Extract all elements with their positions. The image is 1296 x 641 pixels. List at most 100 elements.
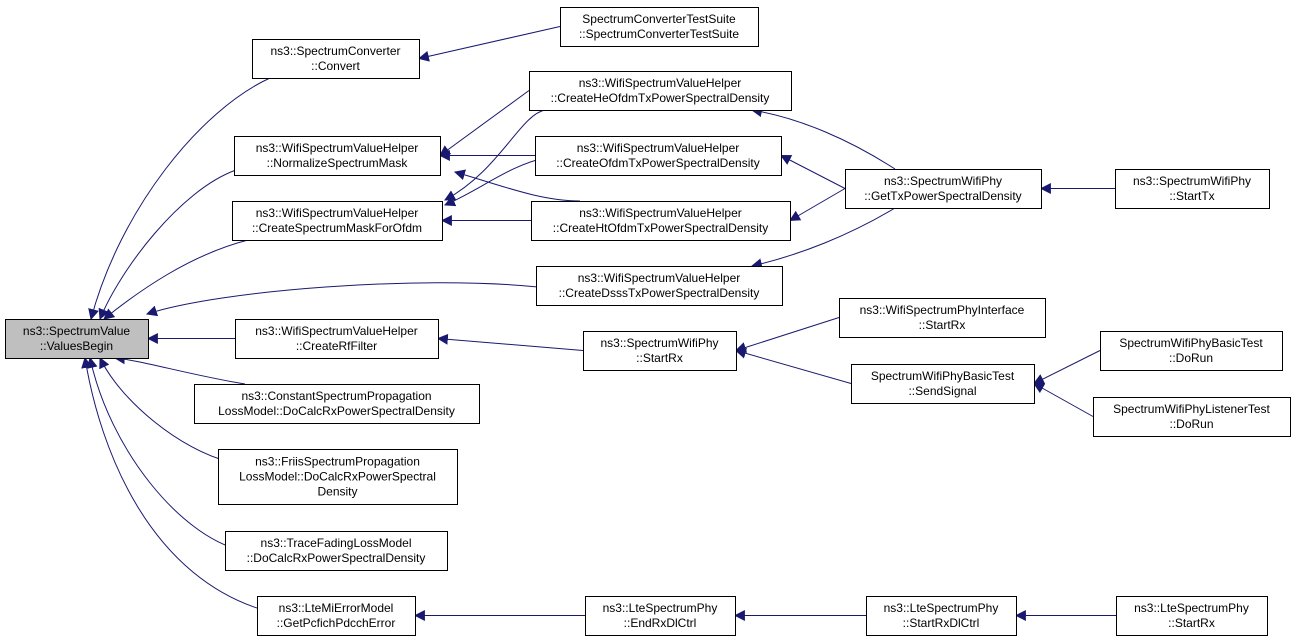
node-box[interactable] <box>866 596 1017 636</box>
node-label-line: ::EndRxDlCtrl <box>624 616 697 630</box>
node-label-line: ns3::LteSpectrumPhy <box>603 601 718 615</box>
node-ltestartrx[interactable]: ns3::LteSpectrumPhy::StartRx <box>1116 596 1268 636</box>
node-const[interactable]: ns3::ConstantSpectrumPropagationLossMode… <box>194 384 480 424</box>
node-mask[interactable]: ns3::WifiSpectrumValueHelper::CreateSpec… <box>232 201 443 241</box>
node-label-line: ::DoRun <box>1169 417 1213 431</box>
node-box[interactable] <box>235 319 439 359</box>
node-box[interactable] <box>1100 331 1283 371</box>
node-box[interactable] <box>839 298 1046 338</box>
edge-gettx-to-ht <box>789 188 846 222</box>
node-label-line: ::SendSignal <box>908 384 976 398</box>
node-label-line: ::StartTx <box>1169 189 1214 203</box>
node-box[interactable] <box>845 169 1042 209</box>
edge-listrun-to-sendsig <box>1033 382 1094 417</box>
node-he[interactable]: ns3::WifiSpectrumValueHelper::CreateHeOf… <box>529 71 792 111</box>
edge-convts-to-conv <box>417 26 561 62</box>
edge-ifstartrx-to-startrx <box>734 317 840 353</box>
node-ht[interactable]: ns3::WifiSpectrumValueHelper::CreateHtOf… <box>531 201 791 241</box>
node-label-line: ::GetTxPowerSpectralDensity <box>864 189 1021 203</box>
node-dsss[interactable]: ns3::WifiSpectrumValueHelper::CreateDsss… <box>536 266 783 306</box>
node-startrx[interactable]: ns3::SpectrumWifiPhy::StartRx <box>583 331 737 371</box>
node-label-line: ns3::WifiSpectrumPhyInterface <box>860 303 1025 317</box>
node-box[interactable] <box>560 7 759 47</box>
node-box[interactable] <box>585 596 736 636</box>
node-label-line: ns3::SpectrumWifiPhy <box>1133 174 1251 188</box>
edge-gettx-to-ofdm <box>780 154 846 189</box>
edge-const-to-root <box>113 353 246 385</box>
node-startrxdl[interactable]: ns3::LteSpectrumPhy::StartRxDlCtrl <box>866 596 1017 636</box>
node-friis[interactable]: ns3::FriisSpectrumPropagationLossModel::… <box>218 449 458 505</box>
node-box <box>5 319 149 359</box>
node-box[interactable] <box>851 364 1035 404</box>
node-label-line: ::ValuesBegin <box>40 339 113 353</box>
node-box[interactable] <box>218 449 458 505</box>
node-box[interactable] <box>1116 596 1268 636</box>
node-label-line: ::CreateRfFilter <box>296 339 377 353</box>
edge-ofdm-to-mask <box>443 157 546 207</box>
edge-startrx-to-rf <box>436 333 584 351</box>
node-box[interactable] <box>1115 169 1270 209</box>
node-label-line: LossModel::DoCalcRxPowerSpectralDensity <box>218 404 455 418</box>
node-label-line: ns3::WifiSpectrumValueHelper <box>256 141 419 155</box>
node-label-line: ::DoRun <box>1169 351 1213 365</box>
edge-sendsig-to-startrx <box>734 347 852 384</box>
node-box[interactable] <box>257 596 416 636</box>
node-label-line: LossModel::DoCalcRxPowerSpectral <box>239 470 436 484</box>
node-box[interactable] <box>1093 397 1291 437</box>
node-label-line: ::SpectrumConverterTestSuite <box>579 27 739 41</box>
node-box[interactable] <box>535 136 782 176</box>
node-box[interactable] <box>529 71 792 111</box>
node-rf[interactable]: ns3::WifiSpectrumValueHelper::CreateRfFi… <box>235 319 439 359</box>
node-basicrun[interactable]: SpectrumWifiPhyBasicTest::DoRun <box>1100 331 1283 371</box>
node-label-line: ns3::LteSpectrumPhy <box>1134 601 1249 615</box>
edge-trace-to-root <box>86 356 241 551</box>
node-conv[interactable]: ns3::SpectrumConverter::Convert <box>252 39 420 79</box>
edge-dsss-to-root <box>145 282 539 317</box>
node-box[interactable] <box>225 531 448 571</box>
node-box[interactable] <box>531 201 791 241</box>
node-label-line: ns3::WifiSpectrumValueHelper <box>256 206 419 220</box>
node-box[interactable] <box>234 136 441 176</box>
node-box[interactable] <box>252 39 420 79</box>
node-gettx[interactable]: ns3::SpectrumWifiPhy::GetTxPowerSpectral… <box>845 169 1042 209</box>
node-lte[interactable]: ns3::LteMiErrorModel::GetPcfichPdcchErro… <box>257 596 416 636</box>
node-trace[interactable]: ns3::TraceFadingLossModel::DoCalcRxPower… <box>225 531 448 571</box>
node-box[interactable] <box>232 201 443 241</box>
node-label-line: ns3::SpectrumWifiPhy <box>600 336 718 350</box>
node-root: ns3::SpectrumValue::ValuesBegin <box>5 319 149 359</box>
node-box[interactable] <box>536 266 783 306</box>
edges <box>81 26 1116 621</box>
node-norm[interactable]: ns3::WifiSpectrumValueHelper::NormalizeS… <box>234 136 441 176</box>
node-label-line: ns3::SpectrumConverter <box>270 44 400 58</box>
edge-gettx-to-dsss <box>750 207 896 270</box>
node-label-line: ns3::TraceFadingLossModel <box>261 536 412 550</box>
node-label-line: ::StartRx <box>919 318 966 332</box>
node-label-line: SpectrumWifiPhyBasicTest <box>1119 336 1263 350</box>
edge-basicrun-to-sendsig <box>1033 350 1101 384</box>
node-label-line: ::Convert <box>311 59 360 73</box>
node-listrun[interactable]: SpectrumWifiPhyListenerTest::DoRun <box>1093 397 1291 437</box>
node-ofdm[interactable]: ns3::WifiSpectrumValueHelper::CreateOfdm… <box>535 136 782 176</box>
node-label-line: ns3::WifiSpectrumValueHelper <box>579 76 742 90</box>
node-ifstartrx[interactable]: ns3::WifiSpectrumPhyInterface::StartRx <box>839 298 1046 338</box>
node-label-line: ns3::LteSpectrumPhy <box>884 601 999 615</box>
node-endrx[interactable]: ns3::LteSpectrumPhy::EndRxDlCtrl <box>585 596 736 636</box>
node-box[interactable] <box>194 384 480 424</box>
node-label-line: ns3::LteMiErrorModel <box>279 601 394 615</box>
node-label-line: ::StartRx <box>636 351 683 365</box>
node-label-line: ::DoCalcRxPowerSpectralDensity <box>247 551 426 565</box>
edge-he-to-norm <box>439 90 530 157</box>
node-label-line: ::StartRxDlCtrl <box>903 616 980 630</box>
node-starttx[interactable]: ns3::SpectrumWifiPhy::StartTx <box>1115 169 1270 209</box>
node-label-line: ns3::SpectrumWifiPhy <box>884 174 1002 188</box>
node-label-line: ns3::FriisSpectrumPropagation <box>255 455 420 469</box>
node-sendsig[interactable]: SpectrumWifiPhyBasicTest::SendSignal <box>851 364 1035 404</box>
node-convts[interactable]: SpectrumConverterTestSuite::SpectrumConv… <box>560 7 759 47</box>
node-label-line: SpectrumWifiPhyBasicTest <box>871 369 1015 383</box>
edge-ht-to-norm <box>453 169 581 202</box>
node-label-line: ::StartRx <box>1168 616 1215 630</box>
node-box[interactable] <box>583 331 737 371</box>
node-label-line: SpectrumConverterTestSuite <box>582 12 736 26</box>
node-label-line: ns3::WifiSpectrumValueHelper <box>255 324 418 338</box>
